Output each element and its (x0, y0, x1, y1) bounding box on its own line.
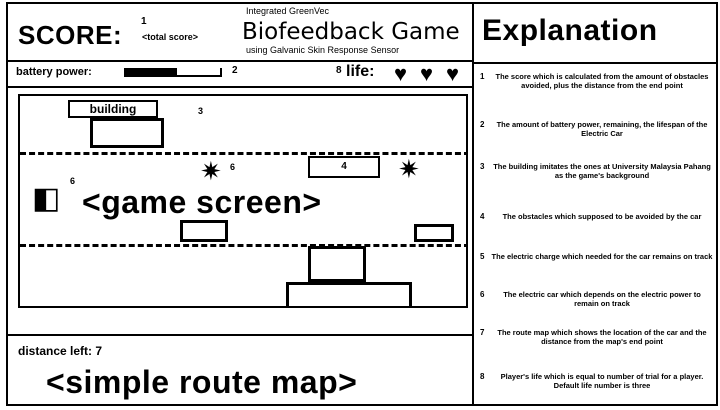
explanation-number: 2 (480, 120, 484, 129)
explanation-text: The electric car which depends on the el… (490, 290, 714, 308)
charge-number-marker: 6 (230, 162, 235, 172)
explanation-text: The obstacles which supposed to be avoid… (490, 212, 714, 221)
life-number-marker: 8 (336, 65, 342, 76)
explanation-panel: Explanation 1 The score which is calcula… (474, 2, 718, 406)
explanation-number: 1 (480, 72, 484, 81)
game-title: Biofeedback Game (242, 19, 460, 45)
building-block (308, 246, 366, 282)
explanation-number: 4 (480, 212, 484, 221)
explanation-text: The route map which shows the location o… (490, 328, 714, 346)
explanation-title: Explanation (482, 14, 658, 48)
building-label-box: building (68, 100, 158, 118)
battery-power-label: battery power: (16, 66, 92, 78)
electric-car-icon: ◧ (32, 184, 60, 214)
building-base-block (286, 282, 412, 308)
battery-power-fill (124, 68, 177, 75)
building-label: building (90, 102, 137, 116)
explanation-text: The amount of battery power, remaining, … (490, 120, 714, 138)
explanation-number: 8 (480, 372, 484, 381)
obstacle-number-marker: 4 (341, 161, 347, 172)
score-number-marker: 1 (141, 16, 147, 27)
building-number-marker: 3 (198, 106, 203, 116)
building-block (90, 118, 164, 148)
explanation-text: The electric charge which needed for the… (490, 252, 714, 261)
route-map-panel: distance left: 7 <simple route map> (6, 334, 474, 408)
route-map-label: <simple route map> (46, 364, 357, 401)
electric-charge-icon: ✷ (200, 158, 222, 184)
explanation-text: Player's life which is equal to number o… (490, 372, 714, 390)
score-label: SCORE: (18, 20, 122, 51)
battery-power-meter (124, 68, 222, 77)
heart-icon: ♥ (420, 64, 433, 84)
road-lane-lower (20, 244, 468, 247)
score-placeholder: <total score> (142, 32, 198, 42)
electric-charge-icon: ✷ (398, 156, 420, 182)
explanation-text: The building imitates the ones at Univer… (490, 162, 714, 180)
explanation-divider (474, 62, 718, 64)
explanation-number: 3 (480, 162, 484, 171)
car-number-marker: 6 (70, 176, 75, 186)
battery-number-marker: 2 (232, 65, 238, 76)
explanation-number: 6 (480, 290, 484, 299)
title-subtitle-top: Integrated GreenVec (246, 6, 329, 16)
game-screen-label: <game screen> (82, 184, 322, 221)
heart-icon: ♥ (394, 64, 407, 84)
heart-icon: ♥ (446, 64, 459, 84)
obstacle-block (180, 220, 228, 242)
explanation-text: The score which is calculated from the a… (490, 72, 714, 90)
obstacle-block (414, 224, 454, 242)
game-screen: building 3 ✷ 6 4 ✷ 6 ◧ <game screen> (18, 94, 468, 308)
explanation-number: 7 (480, 328, 484, 337)
distance-left-label: distance left: 7 (18, 344, 102, 358)
life-label: life: (346, 63, 374, 81)
obstacle-box: 4 (308, 156, 380, 178)
title-subtitle-bottom: using Galvanic Skin Response Sensor (246, 45, 399, 55)
distance-number-marker: 7 (95, 344, 102, 358)
score-header: SCORE: 1 <total score> Integrated GreenV… (6, 2, 474, 62)
explanation-number: 5 (480, 252, 484, 261)
status-bar: battery power: 2 8 life: ♥ ♥ ♥ (6, 62, 474, 88)
